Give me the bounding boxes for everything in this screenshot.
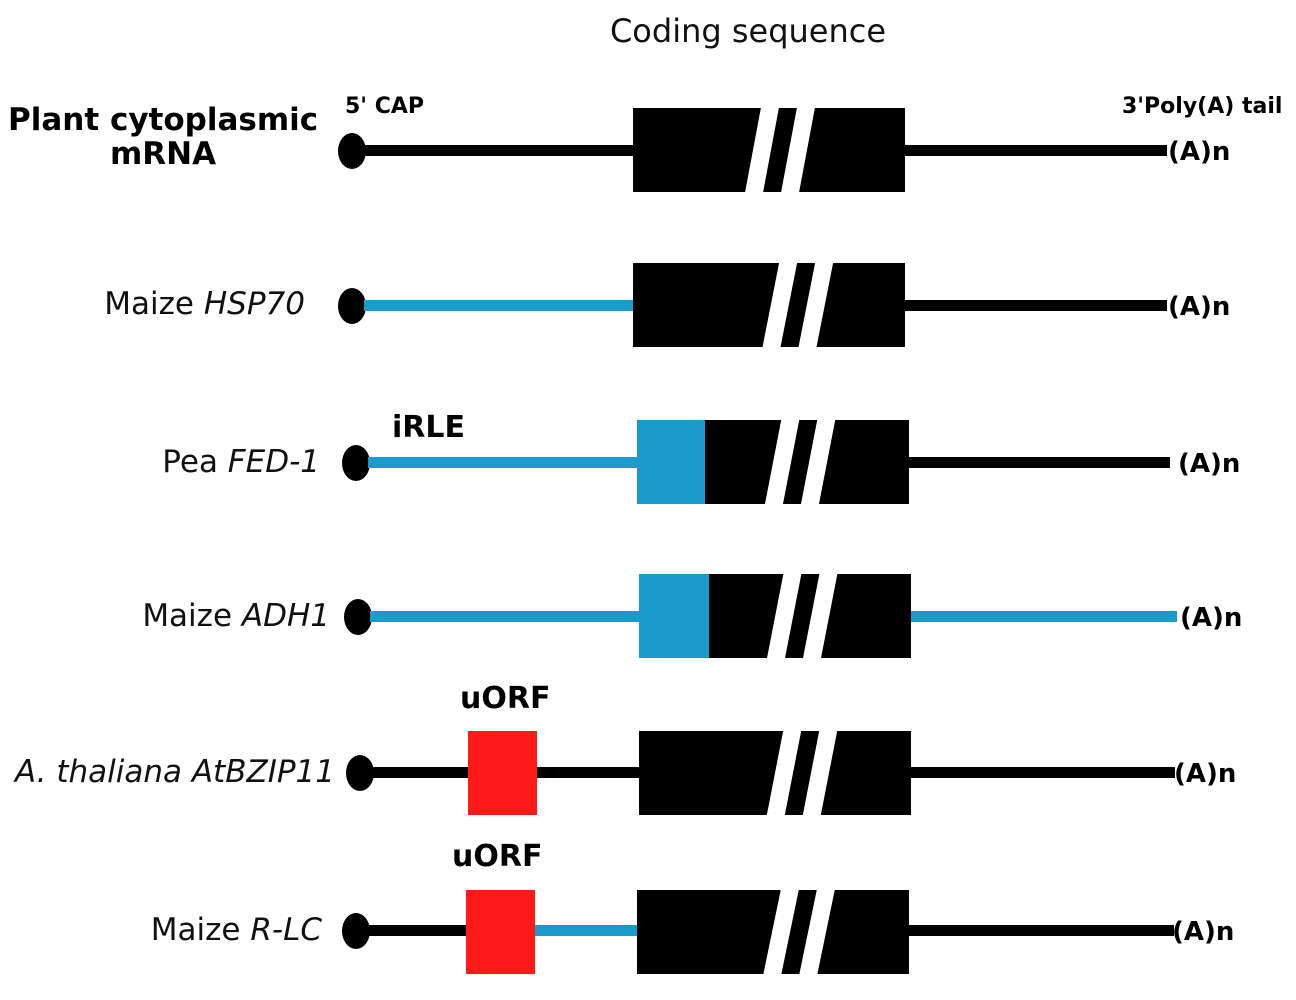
poly-a-tail-label: 3'Poly(A) tail [1122,94,1282,119]
poly-a-tail: (A)n [1172,917,1234,947]
utr5-line [368,457,638,468]
cap-dot [342,913,370,949]
uorf-box [466,890,535,974]
row-label: Maize HSP70 [104,286,305,322]
irle-element [637,420,705,504]
break-mark [756,228,804,380]
irle-label: iRLE [392,410,465,445]
row-maize-hsp70: Maize HSP70 (A)n [104,228,1230,380]
utr5-line [368,925,468,936]
row-label-line2: mRNA [110,136,216,172]
regulatory-element [639,574,709,658]
poly-a-tail: (A)n [1180,603,1242,633]
break-mark [760,696,808,850]
row-label: Maize R-LC [151,912,323,948]
poly-a-tail: (A)n [1168,292,1230,322]
break-mark [738,70,786,230]
break-mark [796,540,844,694]
poly-a-tail: (A)n [1174,759,1236,789]
break-mark [758,855,806,1000]
cap-dot [344,599,372,635]
utr3-line [905,300,1167,311]
row-pea-fed-1: Pea FED-1 iRLE (A)n [162,385,1240,540]
row-plant-cytoplasmic-mrna: Plant cytoplasmic mRNA (A)n [8,70,1230,230]
uorf-box [468,731,537,815]
cap-dot [342,445,370,481]
utr3-line [911,767,1175,778]
row-maize-adh1: Maize ADH1 (A)n [142,540,1242,694]
row-label: Maize ADH1 [142,598,330,634]
row-label: A. thaliana AtBZIP11 [13,754,335,790]
break-mark [796,696,844,850]
row-label: Pea FED-1 [162,444,320,480]
utr5-line [370,611,640,622]
utr3-line [911,611,1177,622]
utr5-regulatory-segment [534,925,638,936]
break-mark [774,70,822,230]
utr3-line [905,145,1167,156]
row-maize-r-lc: Maize R-LC uORF (A)n [151,839,1234,1000]
uorf-label: uORF [452,839,542,874]
row-a-thaliana-atbzip11: A. thaliana AtBZIP11 uORF (A)n [13,681,1236,850]
break-mark [792,228,840,380]
break-mark [794,855,842,1000]
utr3-line [908,457,1170,468]
break-mark [760,540,808,694]
uorf-label: uORF [460,681,550,716]
coding-sequence-title: Coding sequence [610,12,886,50]
poly-a-tail: (A)n [1178,449,1240,479]
utr5-line [364,300,634,311]
break-mark [758,385,806,540]
cap-dot [338,288,366,324]
cap-label: 5' CAP [345,94,424,119]
cap-dot [346,755,374,791]
row-label-line1: Plant cytoplasmic [8,102,318,138]
utr3-line [908,925,1174,936]
utr5-line [352,145,634,156]
poly-a-tail: (A)n [1168,137,1230,167]
break-mark [794,385,842,540]
